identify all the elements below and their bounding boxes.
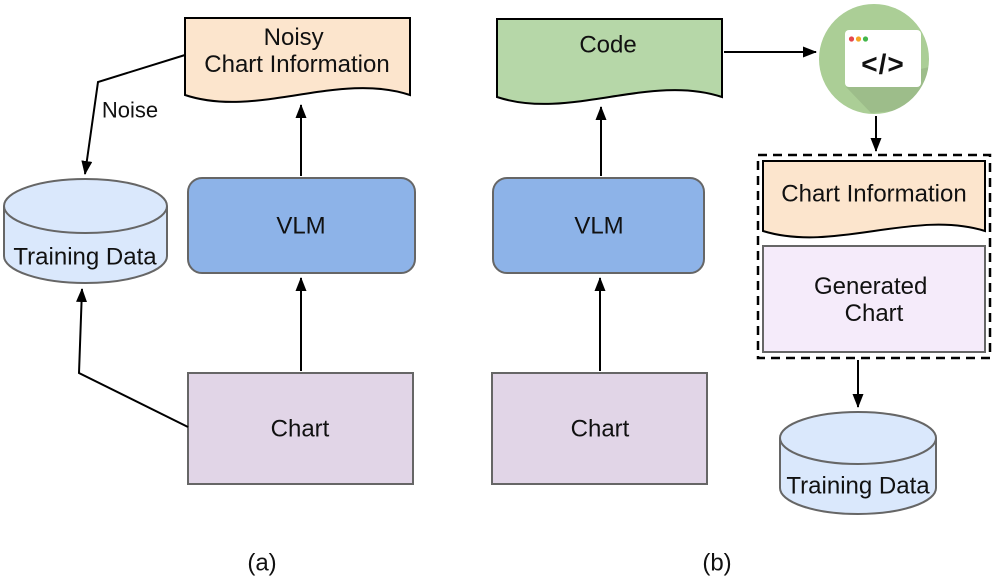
panel-a-noise-edge <box>81 54 186 175</box>
panel-a-chart-label: Chart <box>271 416 330 443</box>
panel-a-noisy-document-label: Noisy Chart Information <box>204 24 389 78</box>
panel-b-chart-box <box>491 372 708 485</box>
panel-a: Training Data Noisy Chart Information VL… <box>3 17 416 577</box>
panel-b-vlm-box <box>492 177 705 274</box>
panel-b-code-document-shape <box>496 18 723 105</box>
panel-a-vlm-label: VLM <box>276 213 325 240</box>
panel-a-training-data-cylinder <box>3 178 168 284</box>
code-runner-icon: </> <box>819 4 929 114</box>
panel-b-chart-label: Chart <box>571 416 630 443</box>
panel-b-generated-chart-box <box>762 245 986 353</box>
panel-b-chart-information-shape <box>762 160 986 239</box>
panel-b: Code VLM Chart </> Chart Information <box>491 4 992 577</box>
window-dot-red-icon <box>848 36 855 42</box>
code-tag-icon: </> <box>861 49 904 80</box>
panel-b-training-data-cylinder-rim <box>779 437 937 465</box>
panel-b-chart-information-label: Chart Information <box>781 181 966 208</box>
panel-a-caption: (a) <box>247 550 276 577</box>
window-dot-orange-icon <box>855 36 862 42</box>
panel-a-training-data-cylinder-rim <box>3 205 168 234</box>
panel-a-noisy-document-shape <box>184 17 411 103</box>
panel-b-output-dashed-frame <box>756 153 992 360</box>
panel-b-training-data-label: Training Data <box>786 473 930 500</box>
panel-b-generated-line1: Generated <box>814 273 927 300</box>
panel-a-noise-edge-label: Noise <box>102 98 158 123</box>
panel-a-noisy-line1: Noisy <box>264 24 324 51</box>
panel-b-caption: (b) <box>702 550 731 577</box>
panel-a-vlm-box <box>187 177 416 274</box>
panel-b-generated-line2: Chart <box>845 300 904 327</box>
panel-a-edge-chart-to-training-data <box>76 288 189 428</box>
panel-b-vlm-label: VLM <box>574 213 623 240</box>
panel-a-training-data-label: Training Data <box>13 244 157 271</box>
panel-a-chart-box <box>187 372 414 485</box>
panel-a-noisy-line2: Chart Information <box>204 51 389 78</box>
panel-b-generated-chart-label: Generated Chart <box>814 273 934 327</box>
window-dot-green-icon <box>862 36 869 42</box>
browser-window <box>845 30 921 87</box>
panel-b-code-label: Code <box>579 32 636 59</box>
